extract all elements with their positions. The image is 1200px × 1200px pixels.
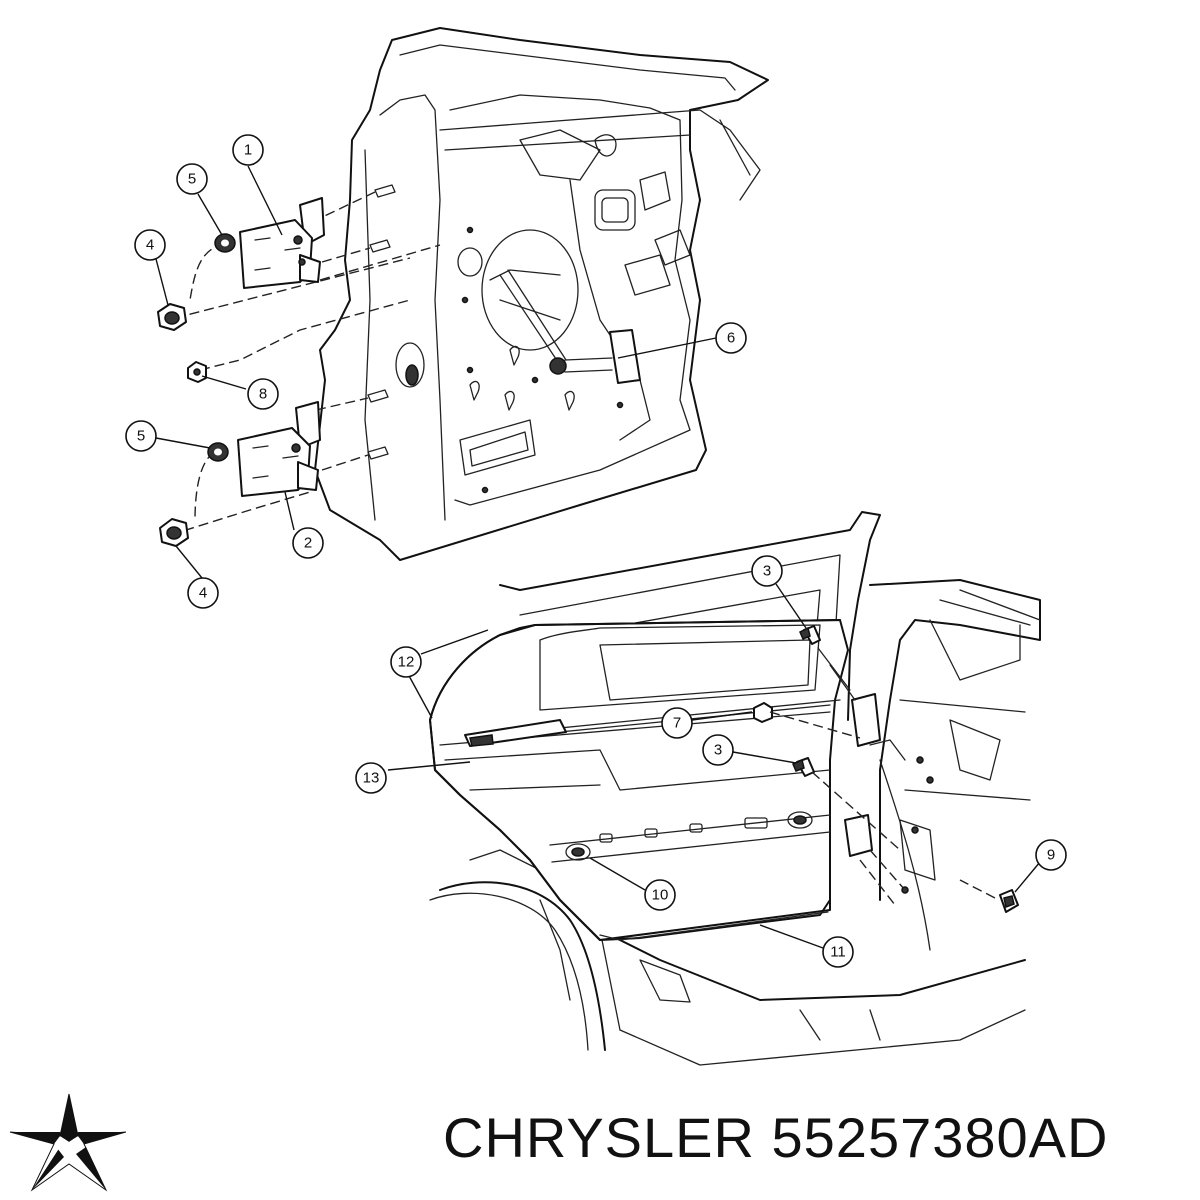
callout-label: 1 <box>244 142 252 159</box>
callout-5-lower: 5 <box>125 420 157 452</box>
callout-3-upper: 3 <box>751 555 783 587</box>
upper-hinge <box>239 197 325 289</box>
callout-label: 9 <box>1047 847 1055 864</box>
callout-1: 1 <box>232 134 264 166</box>
callout-3-lower: 3 <box>702 734 734 766</box>
callout-12: 12 <box>390 646 422 678</box>
alignment-lines <box>169 191 441 536</box>
callout-2: 2 <box>292 527 324 559</box>
bolt-8 <box>187 361 207 383</box>
callout-label: 13 <box>363 770 380 787</box>
callout-13: 13 <box>355 762 387 794</box>
rear-door-outer <box>429 619 849 941</box>
callout-label: 4 <box>146 237 154 254</box>
brand-part-number: CHRYSLER 55257380AD <box>443 1106 1109 1169</box>
hinge-studs <box>367 184 396 460</box>
callout-label: 5 <box>188 171 196 188</box>
pentastar-logo-icon <box>9 1093 126 1192</box>
callout-11: 11 <box>822 936 854 968</box>
callout-label: 10 <box>652 887 669 904</box>
washers <box>207 233 236 462</box>
callout-8: 8 <box>247 378 279 410</box>
callout-9: 9 <box>1035 839 1067 871</box>
callout-label: 5 <box>137 428 145 445</box>
door-inner-panel <box>314 27 769 561</box>
callout-7: 7 <box>661 707 693 739</box>
callout-5-upper: 5 <box>176 163 208 195</box>
callout-4-lower: 4 <box>187 577 219 609</box>
callout-10: 10 <box>644 879 676 911</box>
callout-label: 8 <box>259 386 267 403</box>
callout-label: 7 <box>673 715 681 732</box>
callout-label: 4 <box>199 585 207 602</box>
nuts <box>157 303 189 547</box>
callout-label: 2 <box>304 535 312 552</box>
callout-label: 3 <box>714 742 722 759</box>
body-hinges <box>753 625 1019 913</box>
leader-lines <box>155 165 1041 949</box>
callout-label: 3 <box>763 563 771 580</box>
callout-4-upper: 4 <box>134 229 166 261</box>
callout-label: 12 <box>398 654 415 671</box>
callout-6: 6 <box>715 322 747 354</box>
callout-label: 6 <box>727 330 735 347</box>
lower-hinge <box>237 401 321 497</box>
callout-label: 11 <box>830 944 846 961</box>
